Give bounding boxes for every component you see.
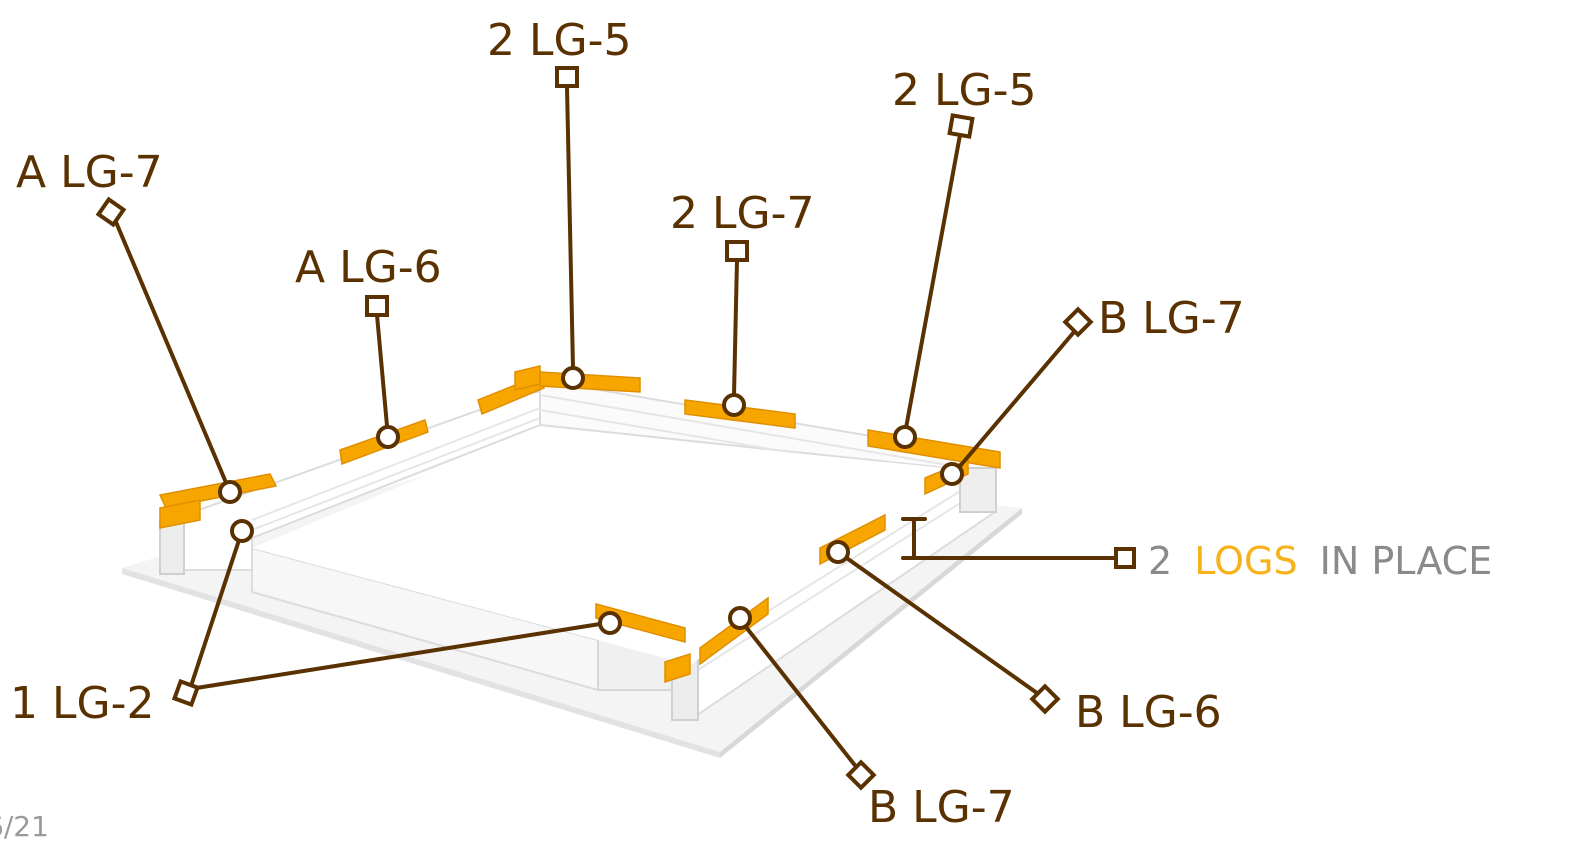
marker-lg5-left-label (555, 66, 579, 88)
marker-b-lg7-front-label (845, 759, 877, 791)
marker-b-lg6-piece (826, 540, 850, 564)
label-b-lg7-front: B LG-7 (868, 782, 1015, 833)
label-a-lg6: A LG-6 (295, 242, 442, 293)
label-b-lg6: B LG-6 (1075, 687, 1222, 738)
marker-a-lg6-piece (376, 425, 400, 449)
leaders (95, 66, 1136, 791)
label-a-lg7: A LG-7 (16, 147, 163, 198)
marker-lg5-right-label (947, 113, 975, 139)
marker-lg2-label (171, 678, 201, 708)
logs-in-place-note: 2 LOGS IN PLACE (1148, 539, 1492, 583)
leader-b-lg7-right (953, 330, 1076, 474)
leader-lg2-a (188, 529, 244, 691)
part-labels: A LG-7 A LG-6 2 LG-5 2 LG-7 2 LG-5 B LG-… (10, 15, 1245, 833)
leader-lg7-back (732, 258, 739, 397)
label-lg5-right: 2 LG-5 (892, 65, 1036, 116)
marker-b-lg6-label (1029, 683, 1061, 715)
marker-lg5-left-piece (561, 366, 585, 390)
marker-b-lg7-right-label (1062, 306, 1094, 338)
note-count: 2 (1148, 539, 1172, 583)
note-rest: IN PLACE (1320, 539, 1493, 583)
marker-lg5-right-piece (893, 425, 917, 449)
marker-a-lg6-label (365, 295, 389, 317)
leader-lg5-right (904, 133, 962, 430)
label-lg5-left: 2 LG-5 (487, 15, 631, 66)
marker-a-lg7-label (95, 196, 127, 228)
leader-b-lg6 (839, 552, 1046, 700)
marker-b-lg7-front-piece (728, 606, 752, 630)
marker-lg7-back-piece (722, 393, 746, 417)
leader-lg2-b (188, 622, 602, 691)
page-number: 6/21 (0, 810, 49, 841)
marker-lg7-back-label (725, 240, 749, 262)
marker-a-lg7-piece (218, 480, 242, 504)
marker-b-lg7-right-piece (940, 462, 964, 486)
label-lg7-back: 2 LG-7 (670, 188, 814, 239)
svg-text:2 LOGS IN PLACE: 2 LOGS IN PLACE (1148, 539, 1492, 583)
note-logs: LOGS (1194, 539, 1297, 583)
marker-logs-label (1114, 547, 1136, 569)
marker-lg2-piece-b (598, 611, 622, 635)
marker-lg2-piece-a (230, 519, 254, 543)
leader-b-lg7-front (740, 620, 863, 775)
leader-lg5-left (565, 85, 575, 370)
leader-a-lg6 (375, 313, 390, 439)
label-lg2: 1 LG-2 (10, 678, 154, 729)
leader-a-lg7 (111, 213, 232, 494)
label-b-lg7-right: B LG-7 (1098, 293, 1245, 344)
